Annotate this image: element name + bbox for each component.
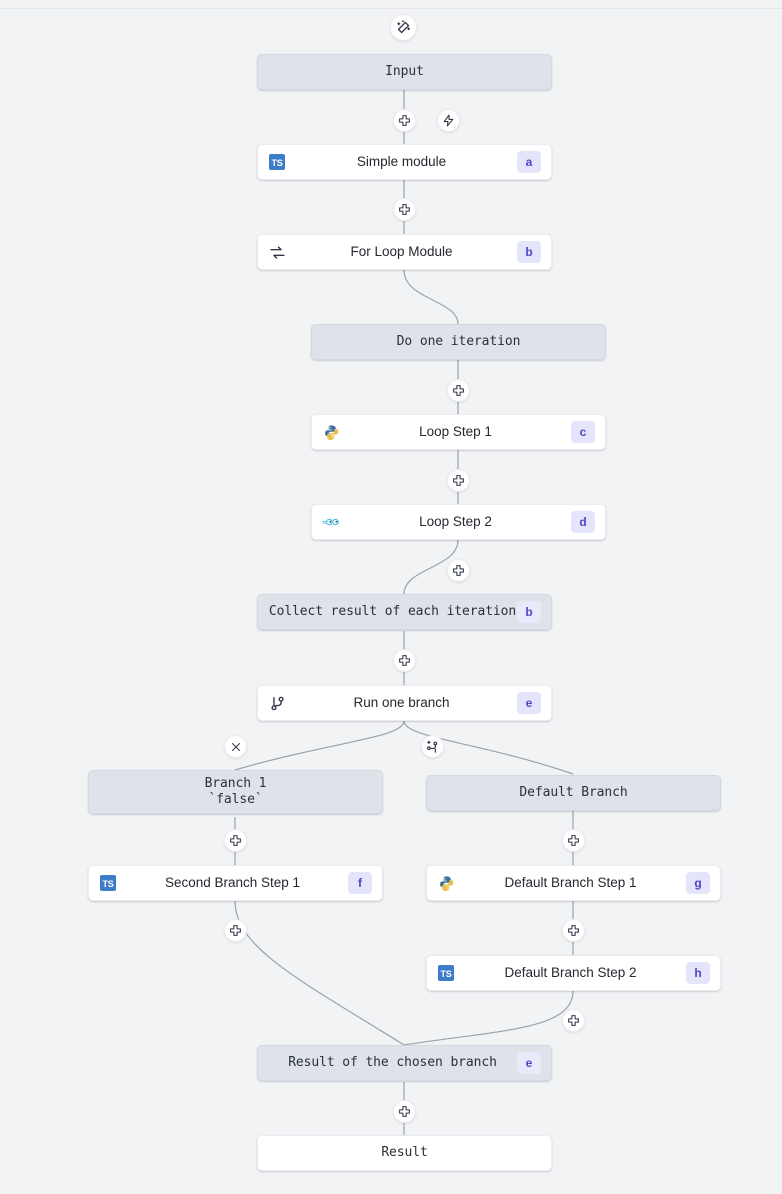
plus-icon [399,655,410,666]
node-result-label: Result [381,1144,428,1160]
plus-icon [453,475,464,486]
node-loop-step-2[interactable]: Loop Step 2 d [311,504,606,540]
node-chosen-branch-result-label: Result of the chosen branch [288,1054,497,1070]
add-step-button-2[interactable] [393,198,416,221]
python-icon [437,874,455,892]
node-default-branch[interactable]: Default Branch [426,775,721,811]
plus-icon [399,115,410,126]
node-default-branch-step-2-badge: h [686,962,710,984]
node-input-label: Input [385,63,424,79]
add-step-button-3[interactable] [447,379,470,402]
node-collect-result-badge: b [517,601,541,623]
node-simple-module-label: Simple module [356,153,447,169]
node-run-one-branch-badge: e [517,692,541,714]
node-loop-step-2-badge: d [571,511,595,533]
add-step-button-11[interactable] [562,1009,585,1032]
add-step-button-7[interactable] [224,829,247,852]
node-for-loop-module-label: For Loop Module [350,243,453,259]
node-loop-step-2-label: Loop Step 2 [419,513,492,529]
golang-icon [322,513,340,531]
node-for-loop-module[interactable]: For Loop Module b [257,234,552,270]
plus-icon [399,204,410,215]
add-step-button-5[interactable] [447,559,470,582]
node-default-branch-step-2-label: Default Branch Step 2 [504,964,637,980]
add-branch-icon [426,740,437,753]
typescript-icon: TS [437,964,455,982]
add-step-button-9[interactable] [224,919,247,942]
node-second-branch-step-1-badge: f [348,872,372,894]
node-simple-module-badge: a [517,151,541,173]
node-result[interactable]: Result [257,1135,552,1171]
add-step-button-6[interactable] [393,649,416,672]
python-icon [322,423,340,441]
add-branch-button[interactable] [421,735,444,758]
node-branch-1[interactable]: Branch 1 `false` [88,770,383,814]
loop-repeat-icon [268,243,286,261]
git-branch-icon [268,694,286,712]
remove-branch-button[interactable] [224,735,247,758]
lightning-bolt-icon [443,114,454,127]
plus-icon [568,925,579,936]
node-loop-step-1-label: Loop Step 1 [419,423,492,439]
node-default-branch-step-1-badge: g [686,872,710,894]
node-do-one-iteration-label: Do one iteration [396,333,521,349]
node-default-branch-step-2[interactable]: TS Default Branch Step 2 h [426,955,721,991]
node-run-one-branch-label: Run one branch [353,694,450,710]
node-default-branch-label: Default Branch [519,784,628,800]
magic-wand-button[interactable] [390,14,417,41]
node-input[interactable]: Input [257,54,552,90]
trigger-button[interactable] [437,109,460,132]
typescript-icon: TS [99,874,117,892]
node-chosen-branch-result-badge: e [517,1052,541,1074]
node-collect-result-label: Collect result of each iteration [268,603,517,619]
node-run-one-branch[interactable]: Run one branch e [257,685,552,721]
node-do-one-iteration[interactable]: Do one iteration [311,324,606,360]
top-divider [0,8,782,9]
add-step-button-8[interactable] [562,829,585,852]
node-chosen-branch-result[interactable]: Result of the chosen branch e [257,1045,552,1081]
plus-icon [230,835,241,846]
typescript-icon: TS [268,153,286,171]
plus-icon [568,835,579,846]
node-second-branch-step-1-label: Second Branch Step 1 [164,874,301,890]
node-simple-module[interactable]: TS Simple module a [257,144,552,180]
add-step-button-4[interactable] [447,469,470,492]
add-step-button-12[interactable] [393,1100,416,1123]
add-step-button-1[interactable] [393,109,416,132]
node-collect-result[interactable]: Collect result of each iteration b [257,594,552,630]
node-default-branch-step-1[interactable]: Default Branch Step 1 g [426,865,721,901]
plus-icon [453,565,464,576]
add-step-button-10[interactable] [562,919,585,942]
plus-icon [453,385,464,396]
plus-icon [230,925,241,936]
node-loop-step-1-badge: c [571,421,595,443]
node-branch-1-label: Branch 1 `false` [204,775,267,807]
node-default-branch-step-1-label: Default Branch Step 1 [504,874,637,890]
magic-wand-icon [397,20,411,34]
node-second-branch-step-1[interactable]: TS Second Branch Step 1 f [88,865,383,901]
close-x-icon [231,742,240,751]
plus-icon [568,1015,579,1026]
plus-icon [399,1106,410,1117]
node-for-loop-module-badge: b [517,241,541,263]
node-loop-step-1[interactable]: Loop Step 1 c [311,414,606,450]
